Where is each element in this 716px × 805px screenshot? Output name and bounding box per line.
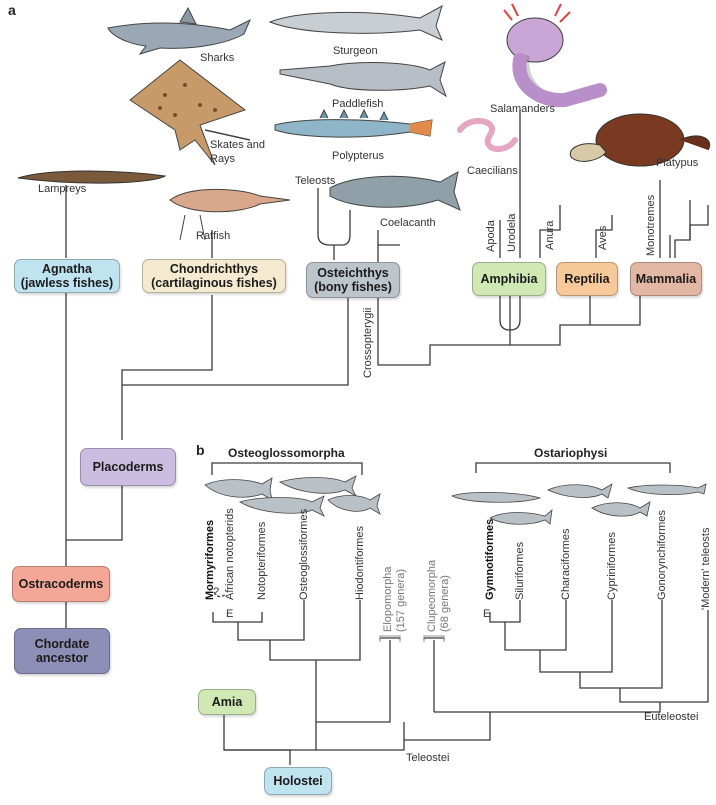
box-mammalia: Mammalia	[630, 262, 702, 296]
caecilian-illustration	[460, 121, 515, 149]
b-clupeo	[424, 638, 444, 640]
branch-coelacanth	[378, 230, 400, 245]
fish-icon-silu	[490, 510, 552, 524]
label-teleostei: Teleostei	[406, 752, 449, 764]
branch-placoderm-up	[66, 482, 122, 540]
fish-icon-gymno	[452, 492, 540, 502]
b-euteleostei-stem	[434, 702, 660, 712]
mark-e-2: E	[483, 608, 490, 620]
taxon-osteoglossiformes: Osteoglossiformes	[298, 509, 310, 600]
label-coelacanth: Coelacanth	[380, 217, 436, 229]
taxon-modern-teleosts: 'Modern' teleosts	[700, 528, 712, 610]
taxon-clupeomorpha: Clupeomorpha (68 genera)	[426, 560, 452, 632]
box-amia: Amia	[198, 689, 256, 715]
taxon-gymnotiformes: Gymnotiformes	[484, 519, 496, 600]
box-osteichthys: Osteichthys (bony fishes)	[306, 262, 400, 298]
b-elopo-stem	[316, 640, 390, 722]
branch-osteichthys-down	[122, 298, 348, 385]
mark-e-1: E	[226, 608, 233, 620]
label-euteleostei: Euteleostei	[644, 711, 698, 723]
mark-question: ?	[213, 586, 219, 598]
paddlefish-illustration	[280, 62, 446, 96]
fish-icon-chara	[548, 484, 612, 498]
taxon-characiformes: Characiformes	[560, 528, 572, 600]
label-skates-rays: Skates and Rays	[210, 138, 265, 166]
box-chordate-ancestor: Chordate ancestor	[14, 628, 110, 674]
panel-label-b: b	[196, 442, 205, 458]
sturgeon-illustration	[270, 6, 442, 40]
shark-illustration	[108, 8, 250, 54]
label-anura: Anura	[544, 221, 556, 250]
label-polypterus: Polypterus	[332, 150, 384, 162]
fish-icon-hiodon	[328, 494, 380, 514]
branch-tetrapod	[510, 295, 590, 345]
fish-icon-mormy	[205, 478, 272, 500]
axolotl-illustration	[504, 4, 600, 100]
b-gonor	[580, 600, 662, 688]
b-teleostei-stem	[404, 712, 490, 740]
label-caecilians: Caecilians	[467, 165, 518, 177]
taxon-hiodontiformes: Hiodontiformes	[354, 526, 366, 600]
b-osteo-clade	[270, 600, 360, 660]
b-bracket-ostario	[476, 463, 670, 473]
label-teleosts: Teleosts	[295, 175, 335, 187]
box-agnatha: Agnatha (jawless fishes)	[14, 259, 120, 293]
label-sturgeon: Sturgeon	[333, 45, 378, 57]
box-chondrichthys: Chondrichthys (cartilaginous fishes)	[142, 259, 286, 293]
branch-mammal-sub	[675, 205, 708, 258]
label-apoda: Apoda	[485, 220, 497, 252]
label-urodela: Urodela	[506, 213, 518, 252]
taxon-notopteriformes: Notopteriformes	[256, 522, 268, 600]
heading-ostariophysi: Ostariophysi	[534, 446, 607, 460]
b-bracket-osteo	[212, 463, 362, 475]
label-salamanders: Salamanders	[490, 103, 555, 115]
lamprey-illustration	[18, 171, 165, 183]
polypterus-illustration	[275, 110, 432, 137]
fish-icon-osteo	[280, 476, 356, 496]
label-ratfish: Ratfish	[196, 230, 230, 242]
branch-chondr-down	[122, 295, 212, 440]
b-chara	[505, 600, 566, 650]
b-cypri	[540, 600, 612, 672]
taxon-cypriniformes: Cypriniformes	[606, 532, 618, 600]
panel-label-a: a	[8, 2, 16, 18]
label-sharks: Sharks	[200, 52, 234, 64]
b-elopo	[380, 638, 400, 640]
taxon-african-notopterids: African notopterids	[224, 508, 236, 600]
b-gymno-silu	[490, 600, 520, 622]
taxon-gonorynchiformes: Gonorynchiformes	[656, 510, 668, 600]
box-reptilia: Reptilia	[556, 262, 618, 296]
label-monotremes: Monotremes	[645, 195, 657, 256]
coelacanth-illustration	[330, 172, 460, 210]
b-mormy-notop	[213, 612, 262, 622]
b-holostei-stem	[224, 750, 290, 765]
taxon-siluriformes: Siluriformes	[514, 542, 526, 600]
branch-amniote	[590, 295, 640, 325]
box-ostracoderms: Ostracoderms	[12, 566, 110, 602]
label-platypus: Platypus	[656, 157, 698, 169]
label-paddlefish: Paddlefish	[332, 98, 383, 110]
taxon-elopomorpha: Elopomorpha (157 genera)	[382, 567, 408, 632]
label-crossopterygii: Crossopterygii	[362, 308, 374, 378]
heading-osteoglossomorpha: Osteoglossomorpha	[228, 446, 345, 460]
fish-icon-gonor	[628, 484, 706, 495]
label-lampreys: Lampreys	[38, 183, 86, 195]
b-notop-clade	[238, 600, 304, 640]
label-aves: Aves	[597, 226, 609, 250]
fish-icon-cypri	[592, 502, 650, 516]
box-holostei: Holostei	[264, 767, 332, 795]
box-placoderms: Placoderms	[80, 448, 176, 486]
b-teleostei-down	[316, 740, 404, 750]
fish-icon-notop	[240, 496, 324, 516]
box-amphibia: Amphibia	[472, 262, 546, 296]
